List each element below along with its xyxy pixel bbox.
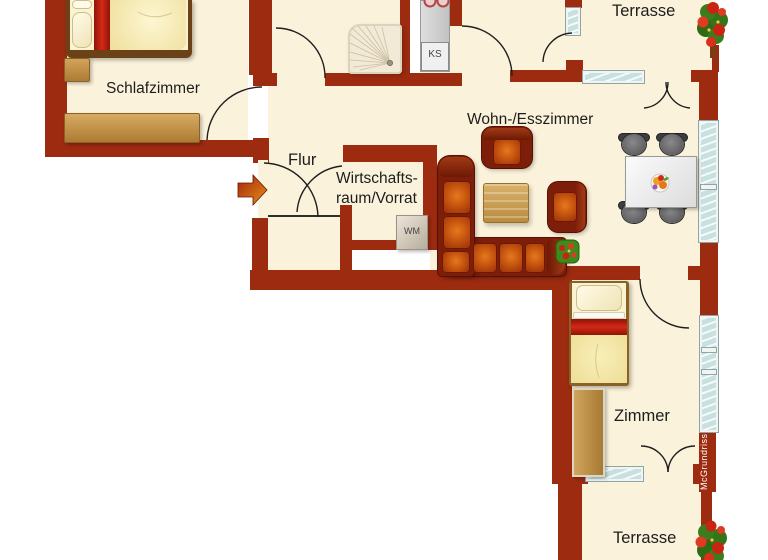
nightstand <box>64 58 90 82</box>
bed-duvet <box>571 335 627 383</box>
dining-chair <box>619 134 649 158</box>
armchair-cushion <box>493 139 521 165</box>
bed-pillow <box>72 12 92 48</box>
window-right-lower <box>700 316 718 432</box>
doorway-zimmer <box>640 266 688 282</box>
wall-segment <box>340 205 352 272</box>
wall-segment <box>693 464 713 484</box>
wall-segment <box>552 280 572 470</box>
window-divider <box>701 185 716 189</box>
armchair-back <box>483 128 531 140</box>
wall-segment <box>253 138 269 163</box>
wall-segment <box>555 266 640 280</box>
sofa-cushion <box>442 251 470 273</box>
doorway-entrance <box>258 160 268 218</box>
room-label-wohn-esszimmer: Wohn-/Esszimmer <box>467 111 594 128</box>
wall-segment <box>249 0 272 75</box>
room-label-wirtschaftsraum: Wirtschafts- raum/Vorrat <box>336 169 418 209</box>
wardrobe <box>572 388 605 477</box>
wall-segment <box>510 70 568 82</box>
sofa-cushion <box>473 243 497 273</box>
sofa-cushion <box>499 243 523 273</box>
dining-chair <box>657 134 687 158</box>
wall-segment <box>450 0 462 26</box>
sofa-cushion <box>525 243 545 273</box>
dining-table <box>625 156 697 208</box>
wall-segment <box>565 0 582 8</box>
sofa-cushion <box>443 181 471 214</box>
window-divider <box>702 370 716 374</box>
wall-segment <box>688 266 702 280</box>
doorway-terrasse-bottom <box>640 462 693 484</box>
shower-tray <box>348 24 402 74</box>
room-label-terrasse-top: Terrasse <box>612 2 676 20</box>
wall-segment <box>400 0 410 73</box>
bed-sheet-fold <box>573 312 625 319</box>
bed-pillow <box>72 0 92 9</box>
bed-blanket-stripe <box>571 319 627 335</box>
window-right-upper <box>699 121 718 242</box>
wall-segment <box>325 73 462 86</box>
bed-duvet <box>110 0 186 50</box>
wall-segment <box>700 241 718 318</box>
washing-machine <box>396 215 428 250</box>
window-terrace-door-glass <box>566 8 580 35</box>
wall-segment <box>712 45 719 72</box>
wall-segment <box>45 140 255 157</box>
armchair-back <box>575 183 585 231</box>
sofa-armrest <box>547 239 565 275</box>
coffee-table <box>483 183 529 223</box>
room-label-wirtschaftsraum-line2: raum/Vorrat <box>336 190 417 207</box>
fridge-box <box>421 42 449 71</box>
exterior-notch <box>352 250 430 272</box>
window-top <box>583 71 644 83</box>
bed-pillow <box>576 285 622 311</box>
closet-nook <box>266 215 347 272</box>
wall-segment <box>252 218 268 272</box>
room-label-wirtschaftsraum-line1: Wirtschafts- <box>336 170 418 187</box>
wall-segment <box>253 73 277 86</box>
room-label-schlafzimmer: Schlafzimmer <box>106 80 200 97</box>
chair-seat <box>622 134 646 155</box>
bed-blanket-stripe <box>94 0 110 50</box>
wall-segment <box>558 480 582 560</box>
wall-segment <box>701 490 712 560</box>
washing-machine-label: WM <box>404 226 420 236</box>
room-label-zimmer: Zimmer <box>614 407 670 425</box>
floor-terrasse-bottom <box>582 480 702 560</box>
duct-shaft <box>410 0 420 73</box>
sofa-cushion <box>443 216 471 249</box>
room-label-terrasse-bottom: Terrasse <box>613 529 677 547</box>
double-bed <box>66 0 192 58</box>
wall-segment <box>350 240 430 250</box>
fridge-label: KS <box>428 49 442 60</box>
chair-seat <box>660 134 684 155</box>
room-label-flur: Flur <box>288 151 317 169</box>
wall-segment <box>566 60 583 82</box>
wall-segment <box>343 145 437 162</box>
armchair-cushion <box>553 192 577 222</box>
single-bed <box>569 281 629 386</box>
window-divider <box>702 348 716 352</box>
sofa-armrest <box>439 157 473 177</box>
watermark-mcgrundriss: McGrundriss <box>699 433 709 490</box>
wall-segment <box>45 0 67 157</box>
wall-segment <box>699 70 718 123</box>
sideboard <box>64 113 200 143</box>
